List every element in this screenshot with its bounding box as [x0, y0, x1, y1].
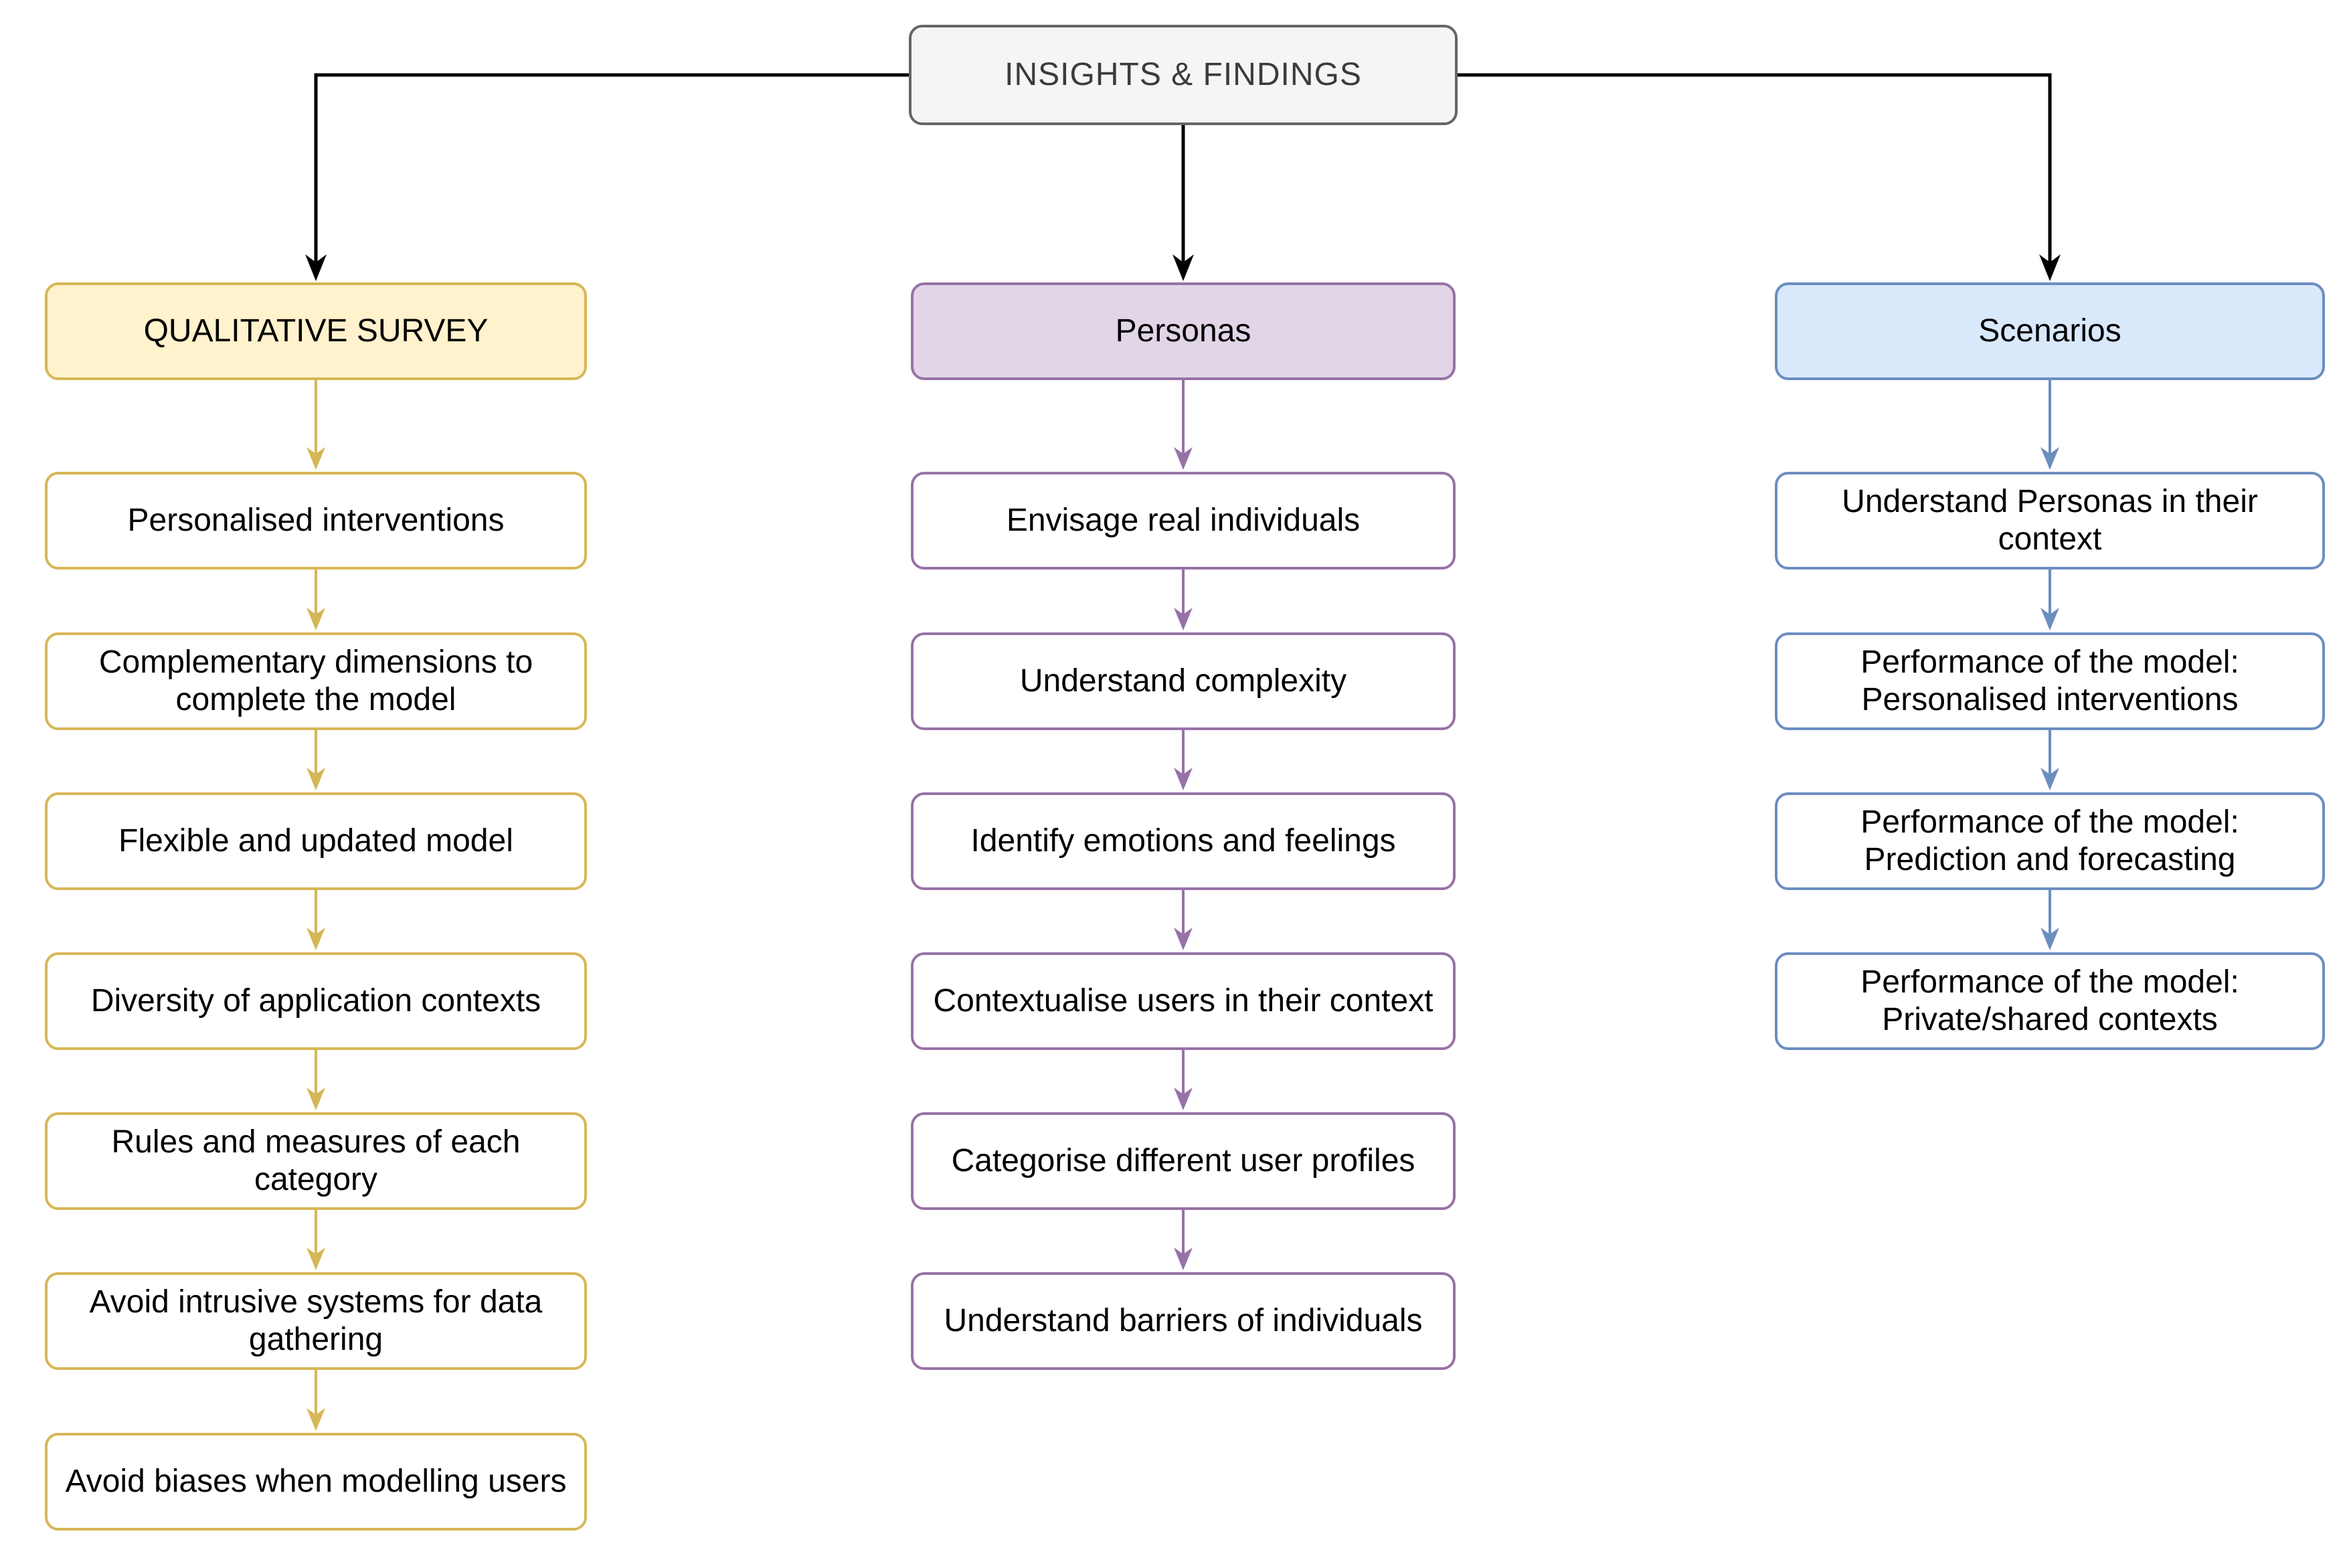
- qualitative-survey-item-5: Rules and measures of each category: [45, 1112, 587, 1210]
- personas-item-3: Identify emotions and feelings: [911, 792, 1456, 890]
- qualitative-survey-item-2: Complementary dimensions to complete the…: [45, 632, 587, 730]
- arrows-scenarios: [2040, 380, 2059, 950]
- qualitative-survey-item-3: Flexible and updated model: [45, 792, 587, 890]
- connector-root-to-scenarios: [1458, 73, 2061, 281]
- connector-root-to-personas: [1172, 125, 1194, 281]
- personas-header: Personas: [911, 282, 1456, 380]
- arrows-qualitative-survey: [307, 380, 325, 1431]
- qualitative-survey-item-6: Avoid intrusive systems for data gatheri…: [45, 1272, 587, 1370]
- personas-item-4: Contextualise users in their context: [911, 952, 1456, 1050]
- personas-item-6: Understand barriers of individuals: [911, 1272, 1456, 1370]
- qualitative-survey-item-4: Diversity of application contexts: [45, 952, 587, 1050]
- insights-findings-node: INSIGHTS & FINDINGS: [909, 25, 1458, 125]
- qualitative-survey-item-7: Avoid biases when modelling users: [45, 1433, 587, 1531]
- qualitative-survey-item-1: Personalised interventions: [45, 472, 587, 570]
- connector-root-to-qualitative-survey: [305, 73, 909, 281]
- scenarios-item-1: Understand Personas in their context: [1775, 472, 2325, 570]
- scenarios-item-4: Performance of the model: Private/shared…: [1775, 952, 2325, 1050]
- scenarios-item-3: Performance of the model: Prediction and…: [1775, 792, 2325, 890]
- scenarios-item-2: Performance of the model: Personalised i…: [1775, 632, 2325, 730]
- scenarios-header: Scenarios: [1775, 282, 2325, 380]
- arrows-personas: [1174, 380, 1193, 1270]
- personas-item-1: Envisage real individuals: [911, 472, 1456, 570]
- qualitative-survey-header: QUALITATIVE SURVEY: [45, 282, 587, 380]
- personas-item-5: Categorise different user profiles: [911, 1112, 1456, 1210]
- personas-item-2: Understand complexity: [911, 632, 1456, 730]
